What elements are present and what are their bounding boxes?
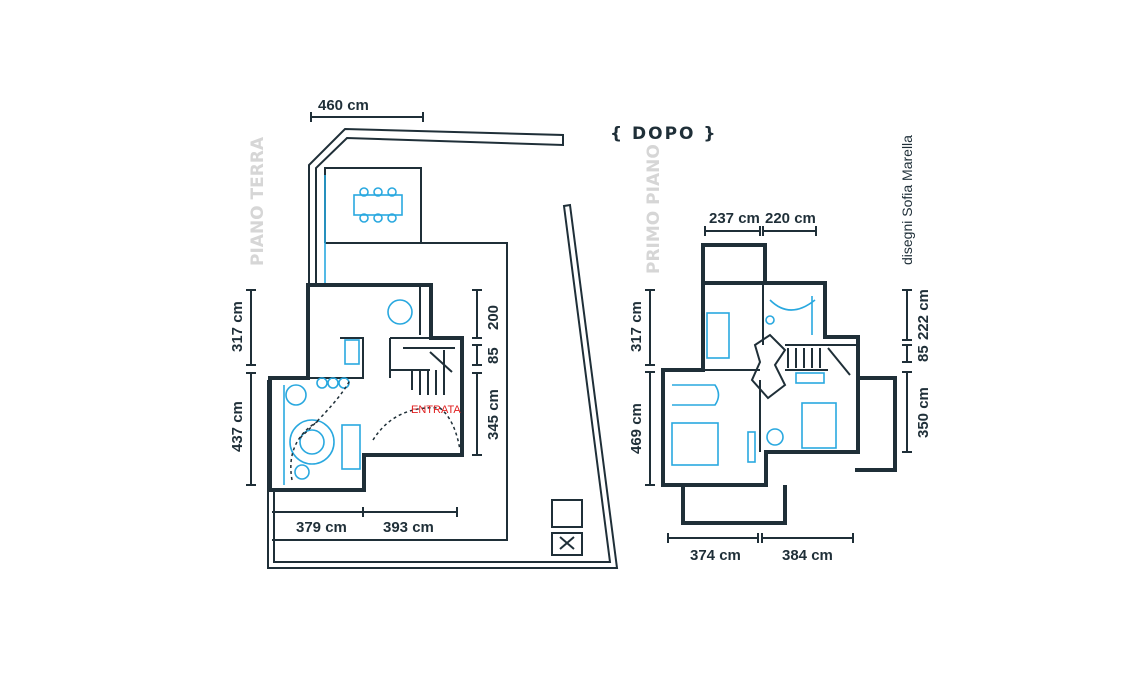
first-floor-label: PRIMO PIANO <box>644 144 664 274</box>
garden-wall-outer <box>267 203 619 569</box>
interior-wall <box>389 337 431 378</box>
credit-text: disegni Sofia Marella <box>899 135 915 265</box>
dim-right-mid: 85 <box>915 345 932 362</box>
dim-right-lower: 350 cm <box>915 387 932 438</box>
garden-wall-top <box>308 127 564 283</box>
dining-table-icon <box>353 187 403 223</box>
dim-left-lower: 437 cm <box>229 401 246 452</box>
balcony-top <box>701 243 767 283</box>
utility-box <box>551 499 583 528</box>
interior-wall <box>310 337 364 379</box>
dim-left-lower: 469 cm <box>628 403 645 454</box>
dim-bottom-right: 393 cm <box>383 519 434 536</box>
dim-top: 460 cm <box>318 97 369 114</box>
meter-cross-icon <box>559 536 575 550</box>
first-floor-walls <box>661 281 860 487</box>
meter-box <box>551 532 583 556</box>
ground-floor-plan: PIANO TERRA <box>229 97 619 569</box>
balcony-bottom <box>681 485 787 525</box>
entrance-label: ENTRATA <box>411 404 461 416</box>
dim-bottom-left: 379 cm <box>296 519 347 536</box>
first-floor-plan: PRIMO PIANO 237 cm 220 cm 317 cm 469 cm <box>628 144 932 564</box>
dim-left-upper: 317 cm <box>628 301 645 352</box>
terrace-right <box>855 376 897 472</box>
dim-right-lower: 345 cm <box>485 389 502 440</box>
dim-left-upper: 317 cm <box>229 301 246 352</box>
ground-floor-walls <box>268 283 464 492</box>
dim-top-right: 220 cm <box>765 210 816 227</box>
dim-bottom-left: 374 cm <box>690 547 741 564</box>
title-dopo: { DOPO } <box>610 124 718 144</box>
ground-floor-label: PIANO TERRA <box>248 136 268 266</box>
staircase-icon <box>403 347 455 395</box>
furniture <box>671 296 837 466</box>
dim-right-upper: 200 <box>485 305 502 330</box>
interior-walls <box>703 283 858 452</box>
dim-right-mid: 85 <box>485 347 502 364</box>
landing <box>750 333 787 400</box>
dim-right-upper: 222 cm <box>915 289 932 340</box>
dim-bottom-right: 384 cm <box>782 547 833 564</box>
door-swing-arcs <box>290 379 461 481</box>
dim-top-left: 237 cm <box>709 210 760 227</box>
staircase-icon <box>787 347 851 376</box>
furniture <box>283 299 413 485</box>
